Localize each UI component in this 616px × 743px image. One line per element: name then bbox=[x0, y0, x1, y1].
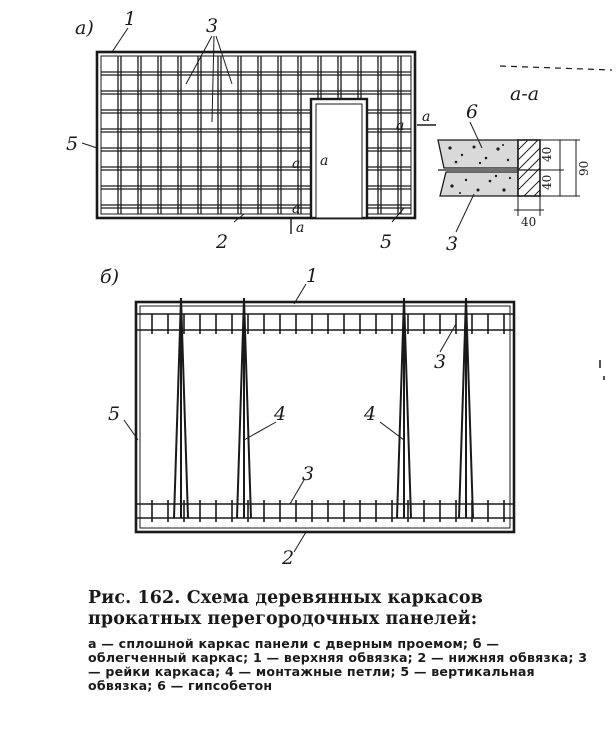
section-mark-a-bottom: а bbox=[296, 220, 304, 236]
lath-mark-a-3: а bbox=[292, 201, 300, 217]
gypsum-concrete-hatch bbox=[448, 144, 512, 194]
label-2-b: 2 bbox=[281, 547, 294, 569]
frame-laths-grid bbox=[101, 56, 411, 214]
section-mark-a-door: а bbox=[320, 153, 328, 169]
dim-40-top: 40 bbox=[540, 147, 554, 162]
label-5-a-right: 5 bbox=[380, 231, 392, 253]
label-4-b-left: 4 bbox=[273, 403, 286, 425]
mounting-loop bbox=[180, 297, 189, 519]
mounting-loops bbox=[173, 297, 474, 519]
label-3-b-top: 3 bbox=[434, 351, 446, 373]
caption-title: Рис. 162. Схема деревянных каркасов прок… bbox=[88, 588, 483, 629]
section-label: а-а bbox=[510, 83, 539, 105]
lath-mark-a: а bbox=[292, 156, 300, 172]
label-5-a-left: 5 bbox=[66, 133, 78, 155]
mounting-loop bbox=[458, 297, 467, 519]
mounting-loop bbox=[396, 297, 405, 519]
mounting-loop bbox=[465, 297, 474, 519]
lath-mark-a-2: а bbox=[396, 118, 404, 134]
drawing-labels: а) 1 3 5 2 5 а а а а а а а-а 6 3 40 40 9… bbox=[66, 8, 591, 569]
mounting-loop bbox=[173, 297, 182, 519]
dim-40-width: 40 bbox=[521, 215, 536, 229]
section-a-a bbox=[437, 121, 580, 233]
panel-b-frame bbox=[123, 283, 605, 553]
label-3-section: 3 bbox=[446, 233, 458, 255]
dim-90: 90 bbox=[577, 161, 591, 176]
label-6: 6 bbox=[466, 101, 478, 123]
mounting-loop bbox=[403, 297, 412, 519]
caption-legend: а — сплошной каркас панели с дверным про… bbox=[88, 636, 588, 693]
panel-a-frame bbox=[81, 27, 613, 234]
technical-drawing: а) 1 3 5 2 5 а а а а а а а-а 6 3 40 40 9… bbox=[66, 8, 613, 569]
part-b-label: б) bbox=[100, 266, 119, 288]
dim-40-bottom: 40 bbox=[540, 175, 554, 190]
label-2-a: 2 bbox=[215, 231, 228, 253]
label-1-a: 1 bbox=[124, 8, 136, 30]
frame-laths bbox=[151, 314, 505, 522]
label-1-b: 1 bbox=[306, 265, 318, 287]
label-3-b-bottom: 3 bbox=[302, 463, 314, 485]
mounting-loop bbox=[236, 297, 245, 519]
figure-caption: Рис. 162. Схема деревянных каркасов прок… bbox=[88, 588, 596, 693]
label-4-b-right: 4 bbox=[363, 403, 376, 425]
part-a-label: а) bbox=[75, 17, 94, 39]
mounting-loop bbox=[243, 297, 252, 519]
label-5-b: 5 bbox=[108, 403, 120, 425]
label-3-a: 3 bbox=[206, 15, 218, 37]
section-mark-a-right: а bbox=[422, 109, 430, 125]
